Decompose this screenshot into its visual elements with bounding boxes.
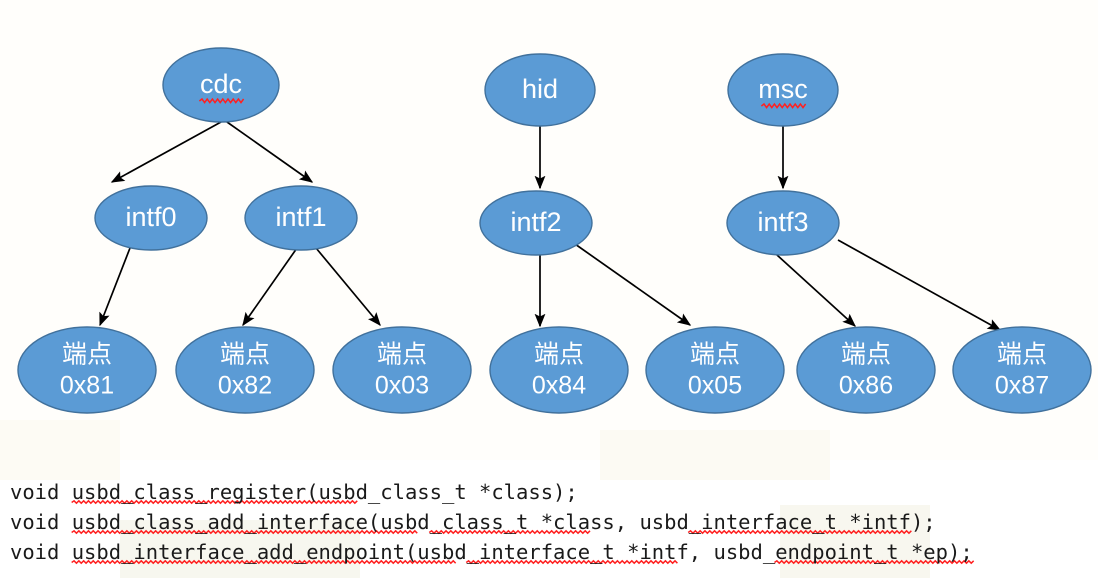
endpoint-node-ep81[interactable]: 端点 0x81 [17,326,157,414]
interface-node-intf3-label: intf3 [757,207,808,237]
endpoint-node-ep86-label-line1: 端点 [841,341,891,369]
edge-intf3-to-ep86 [776,254,857,327]
endpoint-node-ep81-label-line2: 0x81 [60,372,114,400]
edge-intf3-to-ep87 [837,239,1002,331]
code-line: void usbd_class_add_interface(usbd_class… [10,507,1090,537]
edge-intf0-to-ep81 [99,247,131,327]
code-line-text: void usbd_class_register(usbd_class_t *c… [10,480,578,504]
class-node-cdc-label: cdc [200,69,242,99]
endpoint-node-ep03-label-line2: 0x03 [375,372,429,400]
endpoint-node-ep05-label-line1: 端点 [690,341,740,369]
code-line: void usbd_class_register(usbd_class_t *c… [10,477,1090,507]
endpoint-node-ep86-label-line2: 0x86 [839,372,893,400]
class-node-msc-label: msc [758,74,808,104]
edge-intf1-to-ep82 [242,247,298,327]
interface-node-intf2-label: intf2 [510,207,561,237]
endpoint-node-ep03-shape[interactable] [332,326,472,414]
edge-cdc-to-intf0 [110,121,222,183]
endpoint-node-ep82[interactable]: 端点 0x82 [175,326,315,414]
endpoint-node-ep84-label-line2: 0x84 [532,372,586,400]
edge-intf2-to-ep05 [574,243,692,326]
endpoint-node-ep87-shape[interactable] [952,326,1092,414]
interface-node-intf0[interactable]: intf0 [94,185,208,251]
interface-node-intf3[interactable]: intf3 [726,190,840,256]
interface-node-intf3-shape[interactable] [726,190,840,256]
usb-hierarchy-diagram: cdc hid msc intf0 intf1 intf2 intf3 端点 0x81 端点 0x8… [17,47,1092,414]
endpoint-node-ep87-label-line2: 0x87 [995,372,1049,400]
endpoint-node-ep05[interactable]: 端点 0x05 [645,326,785,414]
endpoint-node-ep82-label-line2: 0x82 [218,372,272,400]
endpoint-node-ep81-shape[interactable] [17,326,157,414]
interface-node-intf0-label: intf0 [125,202,176,232]
edges-layer [99,121,1002,331]
class-node-hid-label: hid [522,74,558,104]
endpoint-node-ep82-shape[interactable] [175,326,315,414]
class-node-hid[interactable]: hid [484,53,596,127]
interface-node-intf1-shape[interactable] [244,185,358,251]
endpoint-node-ep81-label-line1: 端点 [62,341,112,369]
code-snippet: void usbd_class_register(usbd_class_t *c… [10,477,1090,567]
endpoint-node-ep84-label-line1: 端点 [534,341,584,369]
code-line: void usbd_interface_add_endpoint(usbd_in… [10,537,1090,567]
class-node-cdc[interactable]: cdc [162,47,280,123]
interface-node-intf1[interactable]: intf1 [244,185,358,251]
endpoint-node-ep03-label-line1: 端点 [377,341,427,369]
code-line-text: void usbd_class_add_interface(usbd_class… [10,510,936,534]
edge-cdc-to-intf1 [226,121,314,183]
interface-node-intf2[interactable]: intf2 [479,190,593,256]
endpoint-node-ep05-shape[interactable] [645,326,785,414]
endpoint-node-ep84[interactable]: 端点 0x84 [489,326,629,414]
class-node-msc-shape[interactable] [727,53,839,127]
class-node-hid-shape[interactable] [484,53,596,127]
class-node-msc[interactable]: msc [727,53,839,127]
endpoint-node-ep87-label-line1: 端点 [997,341,1047,369]
endpoint-node-ep84-shape[interactable] [489,326,629,414]
endpoint-node-ep86-shape[interactable] [796,326,936,414]
class-node-cdc-spellcheck-underline [198,97,245,104]
interface-node-intf0-shape[interactable] [94,185,208,251]
endpoint-node-ep82-label-line1: 端点 [220,341,270,369]
code-line-text: void usbd_interface_add_endpoint(usbd_in… [10,540,973,564]
endpoint-node-ep05-label-line2: 0x05 [688,372,742,400]
endpoint-node-ep03[interactable]: 端点 0x03 [332,326,472,414]
class-node-cdc-shape[interactable] [162,47,280,123]
endpoint-node-ep86[interactable]: 端点 0x86 [796,326,936,414]
nodes-layer: cdc hid msc intf0 intf1 intf2 intf3 端点 0x81 端点 0x8… [17,47,1092,414]
interface-node-intf1-label: intf1 [275,202,326,232]
interface-node-intf2-shape[interactable] [479,190,593,256]
endpoint-node-ep87[interactable]: 端点 0x87 [952,326,1092,414]
edge-intf1-to-ep03 [315,247,381,327]
class-node-msc-spellcheck-underline [760,102,807,109]
